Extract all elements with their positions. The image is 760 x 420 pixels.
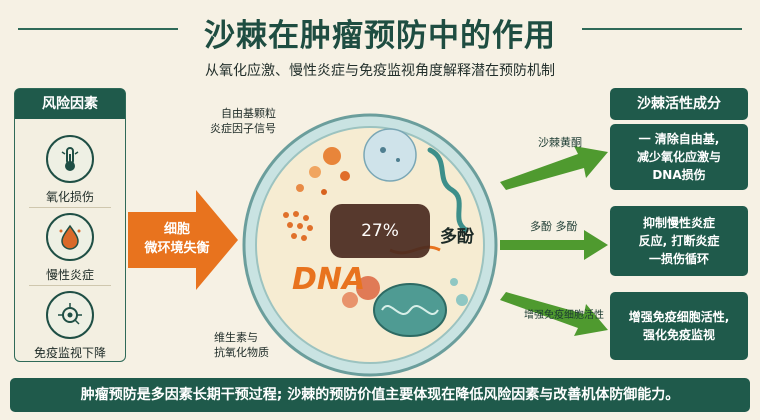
annotation-antioxidants: 维生素与 抗氧化物质: [214, 330, 269, 360]
immune-cell-icon: [46, 291, 94, 339]
radical-particle: [323, 147, 341, 165]
imbalance-line-2: 微环境失衡: [144, 241, 210, 256]
imbalance-arrow-text: 细胞 微环境失衡: [130, 220, 224, 258]
card-1-line-3: DNA损伤: [652, 168, 706, 182]
card-2-line-1: 抑制慢性炎症: [642, 216, 715, 230]
card-2-line-3: 一损伤循环: [648, 252, 709, 266]
imbalance-line-1: 细胞: [163, 222, 190, 237]
card-3-line-1: 增强免疫细胞活性,: [628, 310, 730, 324]
arrow-label-flavonoids: 沙棘黄酮: [538, 136, 582, 149]
imbalance-arrow: [128, 190, 238, 290]
effect-card-immune: 增强免疫细胞活性, 强化免疫监视: [610, 292, 748, 360]
risk-factors-heading: 风险因素: [15, 89, 125, 119]
annotation-radicals-line-1: 自由基颗粒: [221, 107, 276, 120]
risk-item-oxidative: 氧化损伤: [15, 135, 125, 205]
arrow-immune: [500, 292, 608, 336]
effect-card-anti-inflammatory: 抑制慢性炎症 反应, 打断炎症 一损伤循环: [610, 206, 748, 276]
arrow-label-polyphenols: 多酚 多酚: [530, 220, 578, 233]
risk-label-oxidative: 氧化损伤: [45, 190, 94, 204]
risk-factors-panel: 风险因素 氧化损伤 慢性炎症: [14, 88, 126, 362]
nucleus-icon: [363, 128, 417, 182]
progress-badge: 27%: [330, 204, 430, 258]
divider: [29, 285, 111, 286]
thermometer-icon: [46, 135, 94, 183]
annotation-radicals: 自由基颗粒 炎症因子信号: [186, 106, 276, 136]
title-rule-right: [582, 28, 742, 30]
arrow-polyphenols: [500, 230, 608, 260]
title-rule-left: [18, 28, 178, 30]
arrow-flavonoids: [500, 146, 608, 190]
annotation-radicals-line-2: 炎症因子信号: [210, 122, 276, 135]
risk-label-inflammation: 慢性炎症: [45, 268, 94, 282]
risk-label-immune: 免疫监视下降: [33, 346, 106, 360]
footer-summary: 肿瘤预防是多因素长期干预过程; 沙棘的预防价值主要体现在降低风险因素与改善机体防…: [10, 378, 750, 412]
page-subtitle: 从氧化应激、慢性炎症与免疫监视角度解释潜在预防机制: [205, 63, 555, 79]
effect-card-antioxidant: 一 清除自由基, 减少氧化应激与 DNA损伤: [610, 124, 748, 190]
card-3-line-2: 强化免疫监视: [642, 328, 715, 342]
flame-drop-icon: [46, 213, 94, 261]
title-bar: 沙棘在肿瘤预防中的作用: [0, 6, 760, 54]
arrow-label-immune: 增强免疫细胞活性: [524, 310, 604, 321]
risk-item-inflammation: 慢性炎症: [15, 213, 125, 283]
dna-label: DNA: [292, 262, 366, 297]
annotation-antioxidants-line-2: 抗氧化物质: [214, 346, 269, 359]
risk-item-immune: 免疫监视下降: [15, 291, 125, 361]
card-1-line-1: 一 清除自由基,: [638, 132, 720, 146]
active-components-heading: 沙棘活性成分: [610, 88, 748, 120]
card-1-line-2: 减少氧化应激与: [636, 150, 721, 164]
divider: [29, 207, 111, 208]
page-title: 沙棘在肿瘤预防中的作用: [204, 18, 556, 54]
card-2-line-2: 反应, 打断炎症: [638, 234, 720, 248]
annotation-antioxidants-line-1: 维生素与: [214, 331, 258, 344]
polyphenol-mark: 多酚: [440, 227, 474, 247]
